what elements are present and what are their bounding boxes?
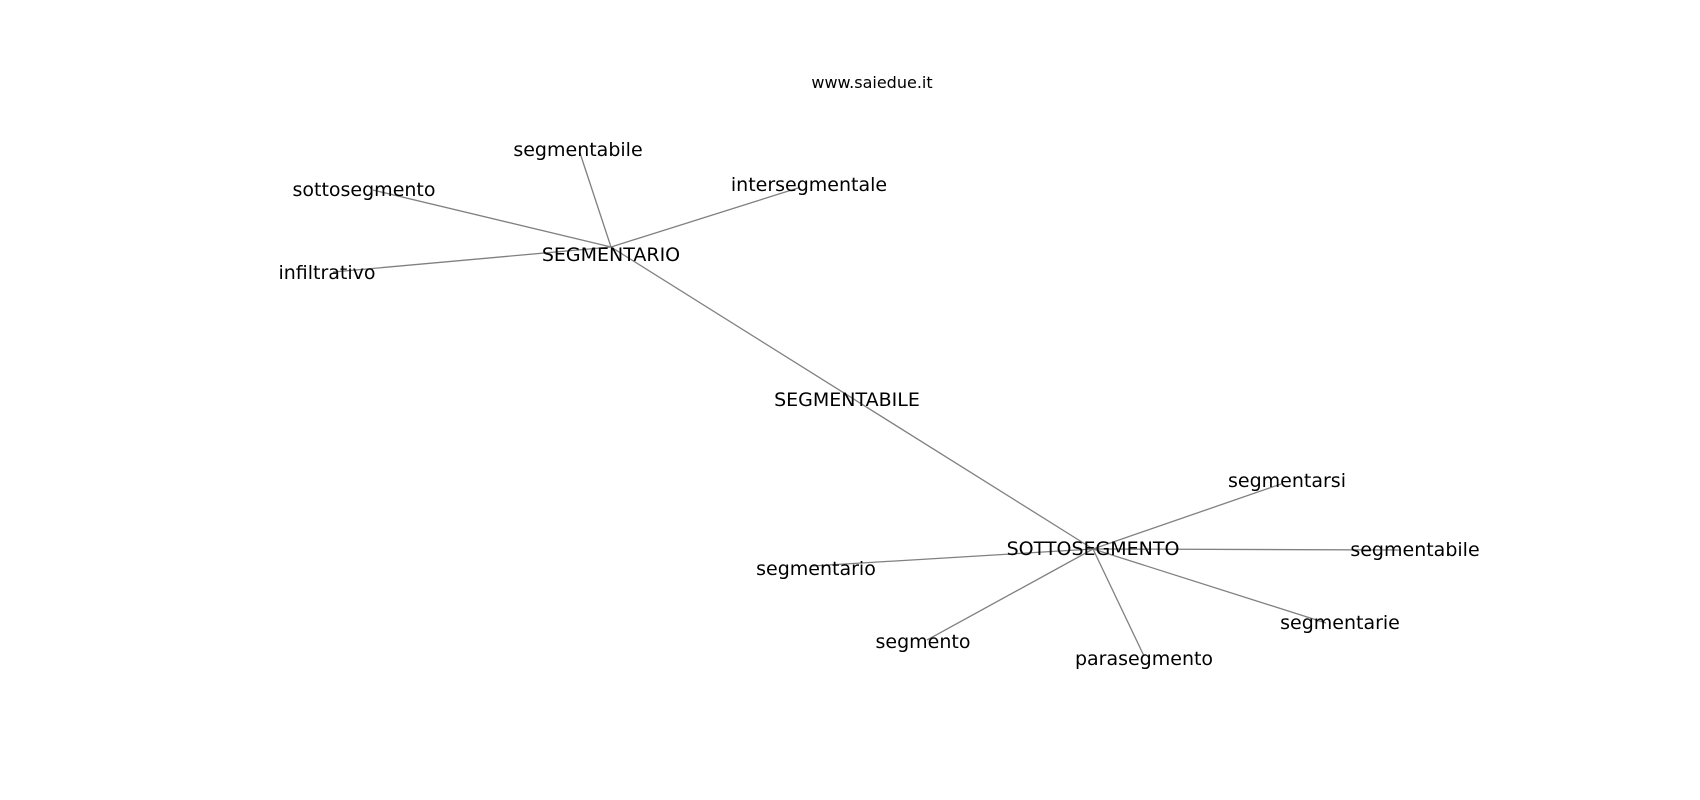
node-label-n_segmentabile_right: segmentabile: [1350, 539, 1479, 561]
node-label-n_parasegmento: parasegmento: [1075, 648, 1213, 670]
node-label-n_segmentarie: segmentarie: [1280, 612, 1400, 634]
edge-sottosegmento_hub-n_segmento: [926, 548, 1094, 641]
edge-sottosegmento_hub-n_segmentarsi: [1092, 483, 1282, 550]
edge-sottosegmento_hub-n_parasegmento: [1092, 548, 1145, 657]
node-label-n_sottosegmento: sottosegmento: [292, 179, 435, 201]
edge-sottosegmento_hub-n_segmentabile_right: [1092, 548, 1402, 551]
edge-segmentario_hub-n_intersegmentale: [610, 187, 799, 248]
node-label-segmentario_hub: SEGMENTARIO: [542, 244, 680, 266]
node-label-n_intersegmentale: intersegmentale: [731, 174, 887, 196]
edge-segmentario_hub-n_sottosegmento: [372, 189, 612, 248]
node-label-n_segmento: segmento: [876, 631, 971, 653]
edge-sottosegmento_hub-n_segmentarie: [1092, 548, 1327, 624]
node-label-n_segmentarsi: segmentarsi: [1228, 470, 1346, 492]
node-label-n_segmentario: segmentario: [756, 558, 876, 580]
node-label-n_infiltrativo: infiltrativo: [278, 262, 375, 284]
node-label-segmentabile_center: SEGMENTABILE: [774, 389, 920, 411]
nodes-layer: SEGMENTABILE SEGMENTARIO SOTTOSEGMENTO segm…: [278, 139, 1479, 670]
edge-segmentario_hub-n_infiltrativo: [332, 246, 612, 273]
watermark-text: www.saiedue.it: [811, 73, 932, 92]
edges-layer: [332, 152, 1402, 657]
node-label-sottosegmento_hub: SOTTOSEGMENTO: [1007, 538, 1180, 560]
edge-segmentario_hub-sottosegmento_hub: [610, 246, 1094, 550]
edge-segmentario_hub-n_segmentabile_top: [579, 152, 612, 248]
node-label-n_segmentabile_top: segmentabile: [513, 139, 642, 161]
edge-sottosegmento_hub-n_segmentario: [811, 548, 1094, 567]
